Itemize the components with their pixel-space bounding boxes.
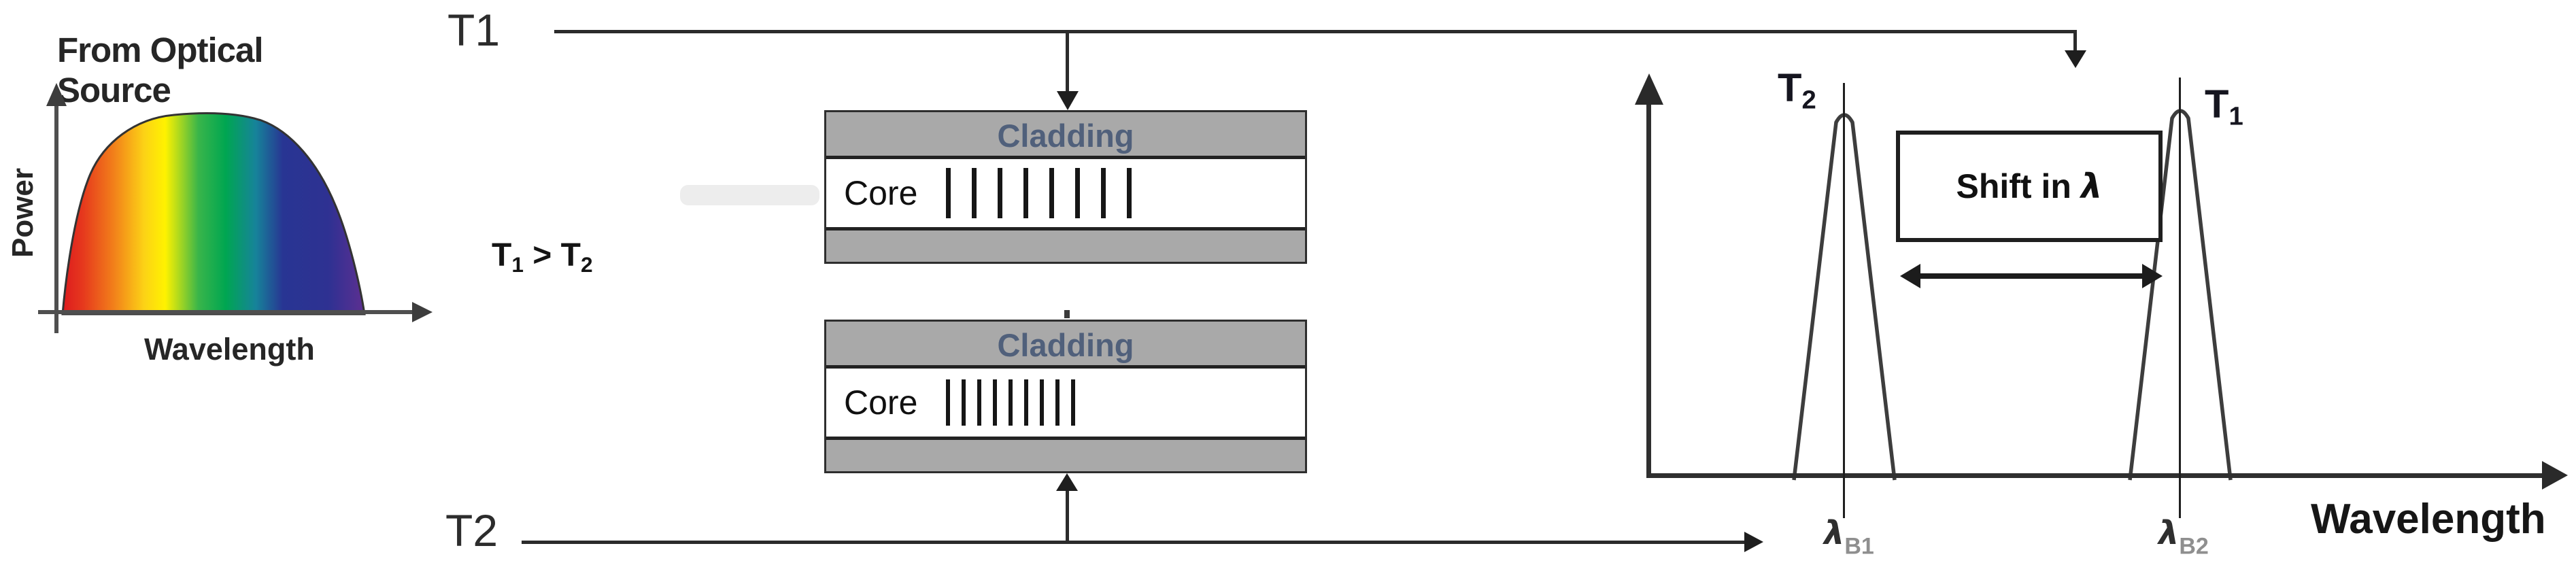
t2-input-label: T2 <box>445 505 498 556</box>
fiber-section-t1: Cladding Core <box>824 110 1307 264</box>
t1-branch-line <box>1066 30 1069 92</box>
peak-t2-label: T2 <box>1778 66 1816 115</box>
grating-line <box>1023 168 1028 218</box>
optical-source-title: From Optical Source <box>57 31 264 109</box>
fiber1-cladding-label: Cladding <box>997 118 1134 154</box>
fiber2-grating-lines <box>946 379 1087 426</box>
fiber2-core-label: Core <box>844 383 918 422</box>
fiber1-core-band: Core <box>826 159 1305 231</box>
grating-line <box>962 379 966 426</box>
source-wavelength-axis <box>38 310 416 314</box>
t2-branch-line <box>1066 488 1069 543</box>
t1-line-down-segment <box>2073 30 2077 52</box>
plot-wavelength-axis-arrow-icon <box>2542 461 2568 490</box>
grating-line <box>977 379 981 426</box>
grating-line <box>993 379 997 426</box>
lambda-b1-label: λB1 <box>1824 514 1874 560</box>
shift-in-lambda-box: Shift in λ <box>1896 131 2163 242</box>
temperature-inequality: T1 > T2 <box>492 237 593 277</box>
lambda-b2-label: λB2 <box>2158 514 2209 560</box>
t1-line <box>554 30 2075 33</box>
power-axis-label: Power <box>6 167 39 258</box>
fiber2-cladding-band: Cladding <box>826 322 1305 369</box>
lambda-b1-center-line <box>1843 83 1845 518</box>
t2-line <box>522 541 1746 544</box>
grating-line <box>946 168 951 218</box>
grating-line <box>1055 379 1060 426</box>
lambda-b2-center-line <box>2179 78 2181 518</box>
grating-line <box>946 379 950 426</box>
power-axis-arrow-icon <box>46 83 67 106</box>
grating-line <box>1127 168 1132 218</box>
t2-right-arrow-icon <box>1744 532 1763 552</box>
fiber2-cladding-label: Cladding <box>997 327 1134 363</box>
grating-line <box>1101 168 1106 218</box>
shift-arrow-left-icon <box>1900 264 1920 288</box>
plot-power-axis-arrow-icon <box>1635 73 1663 105</box>
power-axis <box>54 103 58 333</box>
grating-line <box>1040 379 1044 426</box>
t2-branch-arrow-icon <box>1056 473 1078 491</box>
source-wavelength-axis-label: Wavelength <box>144 332 315 366</box>
grating-line <box>1024 379 1028 426</box>
grating-line <box>998 168 1002 218</box>
plot-power-axis <box>1646 102 1651 477</box>
fiber2-core-band: Core <box>826 369 1305 440</box>
grating-line <box>1049 168 1054 218</box>
shift-double-arrow <box>1919 273 2143 279</box>
t1-input-label: T1 <box>447 5 501 55</box>
spectrum-dome <box>61 112 366 315</box>
grating-line <box>1075 168 1080 218</box>
fiber1-cladding-band: Cladding <box>826 112 1305 159</box>
fiber1-grating-lines <box>946 168 1153 218</box>
grating-line <box>1071 379 1075 426</box>
grating-line <box>1009 379 1013 426</box>
source-wavelength-axis-arrow-icon <box>412 302 433 322</box>
peak-t1-label: T1 <box>2205 82 2243 131</box>
grating-line <box>972 168 977 218</box>
faint-artifact <box>680 185 819 205</box>
shift-arrow-right-icon <box>2142 264 2163 288</box>
t1-branch-arrow-icon <box>1057 91 1079 110</box>
fiber2-top-tick <box>1064 310 1070 318</box>
plot-wavelength-axis-label: Wavelength <box>2311 496 2546 543</box>
fiber1-core-label: Core <box>844 174 918 212</box>
plot-wavelength-axis <box>1646 473 2545 478</box>
lambda-glyph: λ <box>2080 167 2103 206</box>
t1-down-arrow-icon <box>2065 50 2086 68</box>
fiber-section-t2: Cladding Core <box>824 320 1307 473</box>
